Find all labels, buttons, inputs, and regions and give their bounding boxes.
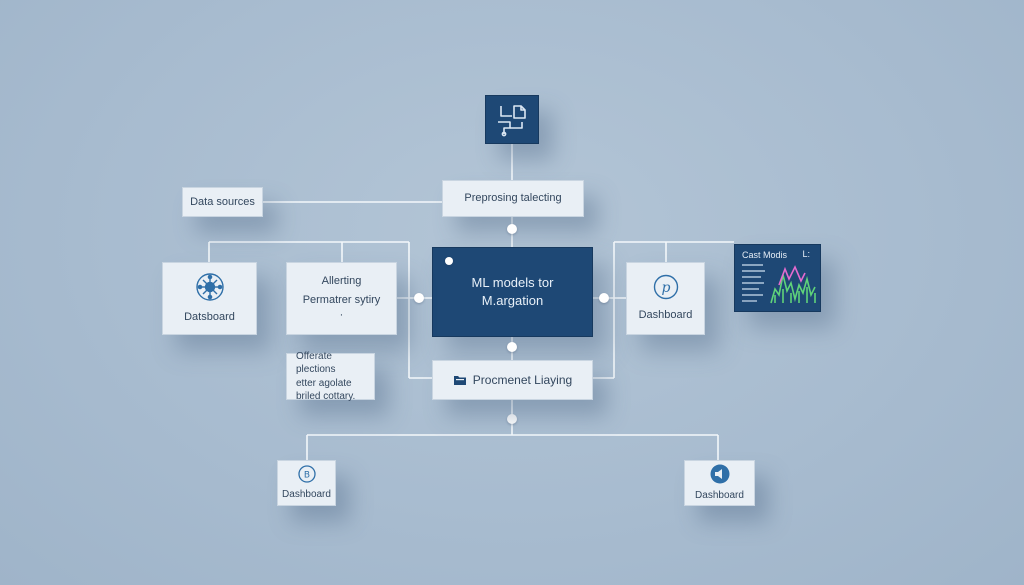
chart-card-mark: L: [802,249,810,259]
procurement-label: Procmenet Liaying [472,372,573,387]
dashboard-right-node[interactable]: p Dashboard [626,262,705,335]
connector-dot-middle [507,342,517,352]
connector-dot-bottom [507,414,517,424]
preprocessing-node[interactable]: Preprosing talecting [442,180,584,217]
ml-models-line2: M.argation [481,293,544,308]
connector-dot-left [414,293,424,303]
dashboard-left-label: Datsboard [184,311,235,324]
p-circle-icon: p [653,274,678,300]
dashboard-bottom-left-label: Dashboard [282,488,331,500]
operate-line2: etter agolate [296,377,352,389]
dashboard-bottom-right-label: Dashboard [695,489,744,501]
alerting-node[interactable]: Allerting Permatrer sytiry · [286,262,397,335]
connector-dot-top [507,224,517,234]
alerting-line2: Permatrer sytiry [302,294,381,307]
dashboard-right-label: Dashboard [638,309,693,322]
data-sources-label: Data sources [190,195,255,208]
chart-card-title: Cast Modis [742,250,788,260]
procurement-node[interactable]: Procmenet Liaying [432,360,593,400]
svg-text:p: p [661,280,670,296]
alerting-line3: · [339,308,344,321]
top-flow-node[interactable] [485,95,539,144]
chart-card-node[interactable]: Cast Modis L: [734,244,821,312]
connector-dot-right [599,293,609,303]
dashboard-left-node[interactable]: Datsboard [162,262,257,335]
globe-network-icon [195,273,224,301]
dashboard-bottom-right-node[interactable]: Dashboard [684,460,755,506]
data-sources-node[interactable]: Data sources [182,187,263,217]
speaker-icon [710,464,729,484]
document-flow-icon [498,104,526,136]
alerting-line1: Allerting [321,275,362,288]
ml-models-line1: ML models tor [471,275,554,291]
operate-line3: briled cottary. [296,391,356,402]
ml-models-node[interactable]: ML models tor M.argation [432,247,593,337]
bar-chart-icon [742,264,816,304]
preprocessing-label: Preprosing talecting [464,192,562,205]
ml-node-dot [445,257,453,265]
svg-text:B: B [303,470,309,480]
dashboard-bottom-left-node[interactable]: B Dashboard [277,460,336,506]
folder-icon [453,376,466,385]
b-circle-icon: B [297,465,316,483]
operate-note-node[interactable]: Offerate plections etter agolate briled … [286,350,375,402]
operate-line1: Offerate plections [296,350,336,376]
